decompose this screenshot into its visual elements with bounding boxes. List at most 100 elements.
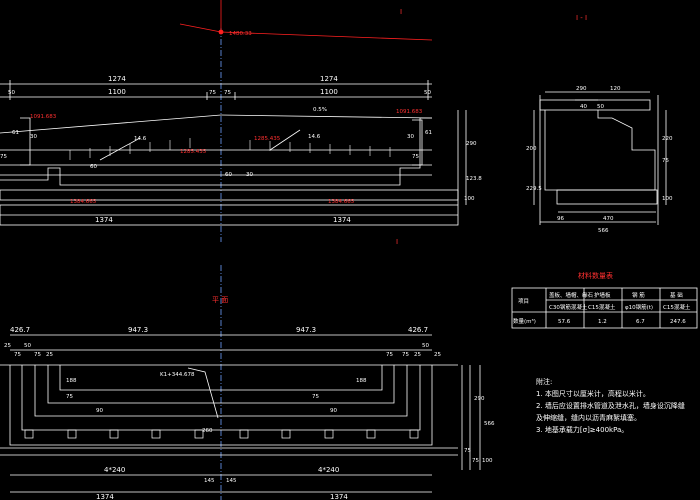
table-value-3: 6.7 [636,319,645,325]
dim-total-right: 1274 [320,75,338,83]
red-note-5: 1384.665 [70,199,97,205]
sec-mid-2: 50 [597,104,604,110]
table-sub-4: C15混凝土 [663,303,691,311]
notes-title: 附注: [536,378,553,386]
red-note-3: 1285.435 [180,149,207,155]
plan-inner-3: 90 [96,408,103,414]
sec-mid-1: 40 [580,104,587,110]
sec-top-1: 290 [576,86,587,92]
plan-mid-small-1: 145 [204,478,215,484]
dim-small-9: 30 [407,134,414,140]
table-value-2: 1.2 [598,319,607,325]
plan-small-r2: 75 [402,352,409,358]
plan-small-l1: 25 [4,343,11,349]
table-value-4: 247.6 [670,319,686,325]
plan-small-r4: 50 [422,343,429,349]
plan-left-top: 426.7 [10,326,30,334]
plan-small-r3: 25 [414,352,421,358]
dim-small-5: 14.6 [308,134,321,140]
plan-inner-2: 75 [66,394,73,400]
dim-small-2: 30 [30,134,37,140]
sec-left-1: 200 [526,146,537,152]
plan-right-mid: 947.3 [296,326,316,334]
sec-top-2: 120 [610,86,621,92]
plan-right-2: 566 [484,421,495,427]
table-header-4: 基 础 [670,291,683,299]
plan-inner-4: 260 [202,428,213,434]
table-sub-3: φ10钢筋(t) [625,303,653,311]
dim-center-right: 75 [224,90,231,96]
note-item-1: 1. 本图尺寸以厘米计，高程以米计。 [536,390,650,398]
plan-small-l5: 25 [46,352,53,358]
notes-block: 附注: 1. 本图尺寸以厘米计，高程以米计。 2. 墙后应设置排水管道及泄水孔，… [536,376,696,436]
plan-left-mid: 947.3 [128,326,148,334]
plan-small-l2: 75 [14,352,21,358]
slope-text: 0.5% [313,107,327,113]
dim-inner-right: 1100 [320,88,338,96]
plan-total-left: 1374 [96,493,114,500]
dim-small-8: 60 [225,172,232,178]
elevation-label: 1480.33 [229,31,252,37]
sec-right-1: 220 [662,136,673,142]
plan-small-l3: 50 [24,343,31,349]
cut-mark-bottom: I [396,238,398,246]
table-sub-2: C15混凝土 [588,303,616,311]
table-header-item: 项目 [518,298,529,305]
note-item-4: 3. 地基承载力[σ]≥400kPa。 [536,426,629,434]
dim-bottom-left: 1374 [95,216,113,224]
red-note-2: 1091.683 [396,109,423,115]
table-header-2: 护墙板 [594,291,611,299]
dim-center-left: 75 [209,90,216,96]
dim-small-6: 60 [90,164,97,170]
dim-small-14: 100 [464,196,475,202]
plan-title: 平 面 [212,296,228,304]
plan-small-r1: 75 [386,352,393,358]
note-item-2: 2. 墙后应设置排水管道及泄水孔，墙身设沉降缝 [536,402,685,410]
plan-right-3: 75 [464,448,471,454]
plan-right-1: 290 [474,396,485,402]
table-sub-1: C30钢筋混凝土 [549,303,588,311]
red-note-4: 1285.435 [254,136,281,142]
cut-mark-top: I [400,8,402,16]
sec-bottom-3: 566 [598,228,609,234]
plan-small-r5: 25 [434,352,441,358]
dim-edge-left: 50 [8,90,15,96]
sec-bottom-2: 470 [603,216,614,222]
station-label: K1+344.678 [160,372,195,378]
dim-bottom-right: 1374 [333,216,351,224]
dim-small-13: 123.8 [466,176,482,182]
dim-small-1: 61 [12,130,19,136]
red-note-1: 1091.683 [30,114,57,120]
table-value-1: 57.6 [558,319,571,325]
plan-right-top: 426.7 [408,326,428,334]
plan-inner-7: 188 [356,378,367,384]
red-note-6: 1384.665 [328,199,355,205]
sec-right-3: 100 [662,196,673,202]
dim-small-12: 290 [466,141,477,147]
table-header-1: 盖板、墙帽、缘石 [549,291,594,299]
plan-right-4: 75 [472,458,479,464]
plan-inner-6: 90 [330,408,337,414]
plan-mid-small-2: 145 [226,478,237,484]
dim-edge-right: 50 [424,90,431,96]
dim-small-7: 30 [246,172,253,178]
table-row-label: 数量(m³) [513,317,536,325]
dim-small-11: 75 [412,154,419,160]
plan-inner-1: 188 [66,378,77,384]
plan-total-right: 1374 [330,493,348,500]
dim-small-4: 14.6 [134,136,147,142]
sec-left-2: 229.5 [526,186,542,192]
dim-small-3: 75 [0,154,7,160]
table-header-3: 钢 筋 [632,291,645,299]
dim-small-10: 61 [425,130,432,136]
table-title: 材料数量表 [578,271,613,280]
plan-small-l4: 75 [34,352,41,358]
section-title: I - I [576,14,587,22]
plan-inner-5: 75 [312,394,319,400]
plan-right-5: 100 [482,458,493,464]
plan-bottom-right: 4*240 [318,466,339,474]
note-item-3: 及伸缩缝，缝内以沥青麻絮填塞。 [536,414,641,422]
dim-inner-left: 1100 [108,88,126,96]
sec-right-2: 75 [662,158,669,164]
